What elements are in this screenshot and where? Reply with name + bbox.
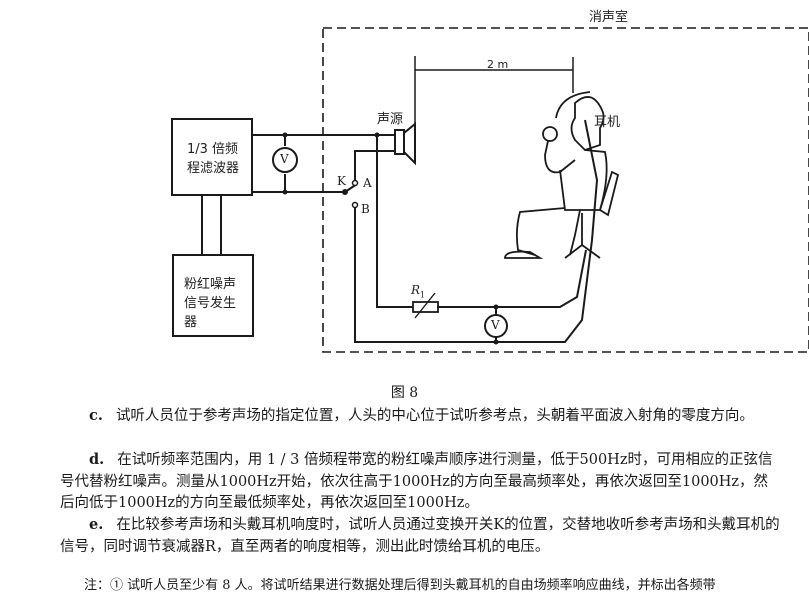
paragraph-c: c. 试听人员位于参考声场的指定位置，人头的中心位于试听参考点，头朝着平面波入射角… [60, 405, 780, 428]
generator-label-line-1: 粉红噪声 [184, 277, 237, 292]
distance-label: 2 m [487, 58, 509, 71]
voltmeter-1-symbol: V [280, 152, 289, 166]
note: 注：① 试听人员至少有 8 人。将试听结果进行数据处理后得到头戴耳机的自由场频率… [84, 578, 716, 593]
item-e-body: 在比较参考声场和头戴耳机响度时，试听人员通过变换开关K的位置，交替地收听参考声场… [60, 517, 780, 555]
listener-figure [504, 91, 620, 259]
figure-caption: 图 8 [390, 385, 419, 401]
generator-label-line-3: 器 [184, 315, 198, 330]
anechoic-room-boundary [322, 27, 809, 353]
item-c-key: c. [89, 407, 103, 424]
generator-box-label: 粉红噪声 信号发生 器 [184, 275, 236, 332]
contact-b [351, 201, 359, 209]
item-c-body: 试听人员位于参考声场的指定位置，人头的中心位于试听参考点，头朝着平面波入射角的零… [115, 408, 754, 424]
contact-a [351, 179, 359, 187]
room-label: 消声室 [589, 10, 629, 25]
generator-box [172, 254, 254, 337]
circuit-diagram [171, 27, 809, 353]
resistor-r1 [412, 301, 439, 313]
voltmeter-2 [484, 314, 508, 338]
switch-k-label: K [337, 174, 346, 188]
item-e-key: e. [89, 516, 104, 533]
item-d-body: 在试听频率范围内，用 1 / 3 倍频程带宽的粉红噪声顺序进行测量，低于500H… [60, 452, 773, 511]
resistor-label: R1 [411, 283, 425, 299]
filter-box [171, 118, 253, 196]
switch-b-label: B [361, 202, 370, 216]
voltmeter-1 [272, 147, 298, 173]
switch-a-label: A [363, 176, 372, 190]
headphone-label: 耳机 [594, 115, 621, 130]
figure-8-diagram: 消声室 2 m 声源 耳机 1/3 倍频 程滤波器 粉红噪声 信号发生 器 V … [171, 10, 809, 353]
speaker-magnet [394, 129, 405, 155]
paragraph-d: d.在试听频率范围内，用 1 / 3 倍频程带宽的粉红噪声顺序进行测量，低于50… [60, 449, 780, 515]
filter-box-label: 1/3 倍频 程滤波器 [187, 140, 239, 178]
filter-label-line-1: 1/3 倍频 [187, 142, 239, 157]
generator-label-line-2: 信号发生 [184, 296, 237, 311]
source-label: 声源 [377, 112, 404, 127]
filter-label-line-2: 程滤波器 [187, 161, 240, 176]
paragraph-e: e.在比较参考声场和头戴耳机响度时，试听人员通过变换开关K的位置，交替地收听参考… [60, 514, 780, 558]
resistor-symbol: R [411, 283, 421, 297]
voltmeter-2-symbol: V [491, 318, 500, 332]
item-d-key: d. [89, 451, 105, 468]
resistor-subscript: 1 [420, 290, 426, 300]
speaker-cone [403, 121, 416, 166]
